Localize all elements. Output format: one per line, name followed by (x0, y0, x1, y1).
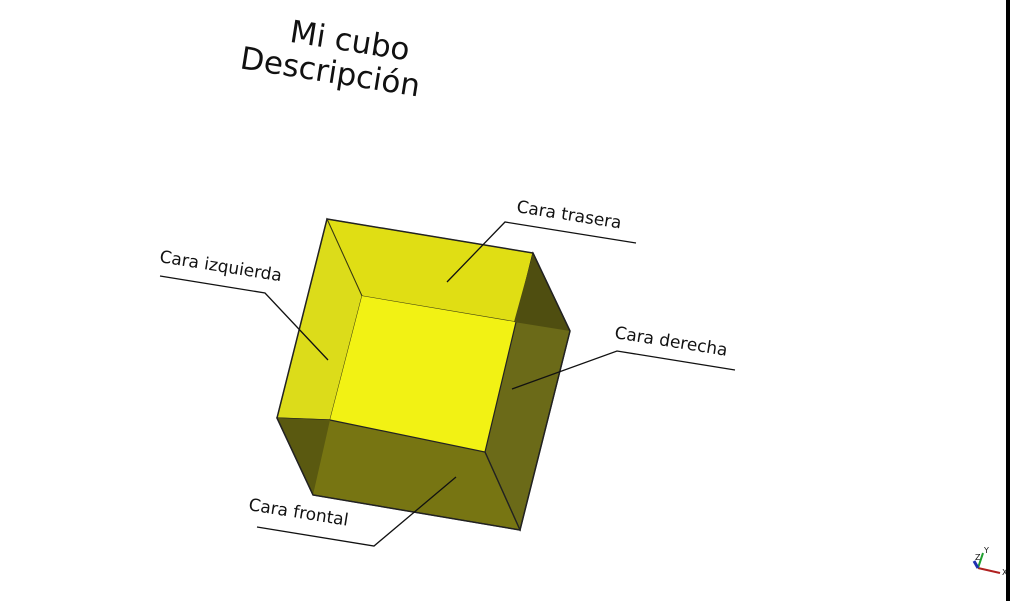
x-axis-icon (977, 567, 1001, 574)
label-back-face: Cara trasera (515, 197, 623, 233)
y-axis-icon (977, 552, 984, 569)
leader-lines (159, 221, 736, 547)
label-left-face: Cara izquierda (158, 247, 283, 286)
axis-z-label: Z (975, 553, 981, 562)
bottom-left-shade (277, 418, 330, 495)
label-front-face: Cara frontal (247, 495, 350, 531)
center-face[interactable] (330, 296, 516, 452)
label-right-face: Cara derecha (613, 323, 729, 361)
right-face-shade (514, 253, 570, 331)
axis-indicator: X Y Z (972, 546, 1008, 577)
axis-y-label: Y (983, 546, 989, 555)
window-edge (1006, 0, 1010, 601)
title-annotation: Mi cubo Descripción (238, 14, 423, 104)
cube[interactable] (276, 217, 571, 532)
axis-x-label: X (1002, 568, 1006, 577)
z-axis-icon (972, 560, 980, 569)
